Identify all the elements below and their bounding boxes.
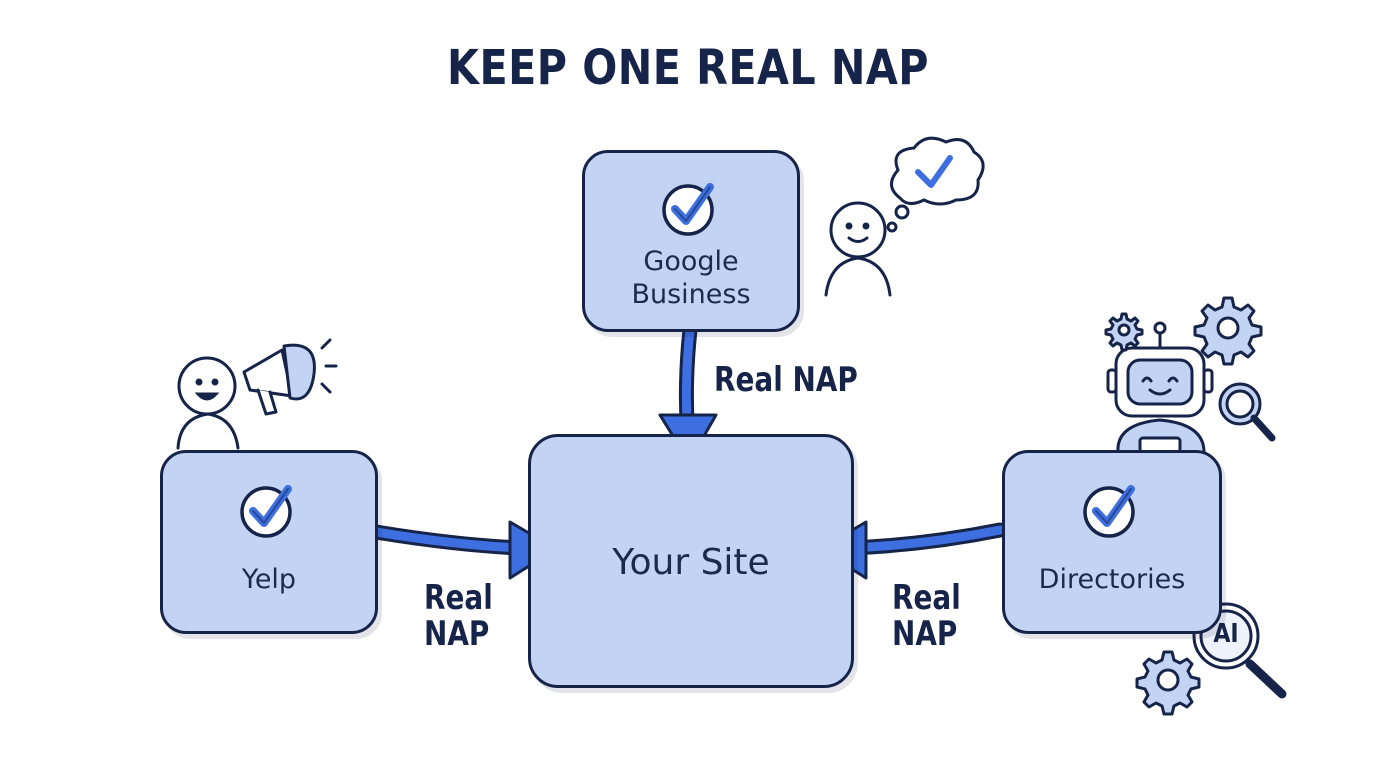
check-circle-icon bbox=[1083, 485, 1135, 538]
node-google-business: Google Business bbox=[582, 150, 800, 332]
edge-label-left: Real NAP bbox=[424, 580, 493, 652]
edge-label-right: Real NAP bbox=[892, 580, 961, 652]
node-directories: Directories bbox=[1002, 450, 1222, 634]
person-megaphone-icon bbox=[176, 356, 240, 450]
magnifier-icon bbox=[1218, 382, 1276, 442]
thought-bubble-check-icon bbox=[886, 136, 985, 233]
person-thinking-icon bbox=[824, 201, 892, 297]
megaphone-icon bbox=[242, 338, 338, 416]
node-site-label: Your Site bbox=[612, 542, 770, 583]
node-google-label-line1: Google bbox=[643, 246, 739, 277]
node-your-site: Your Site bbox=[528, 434, 854, 688]
ai-badge-text: AI bbox=[1213, 619, 1239, 649]
edge-label-top: Real NAP bbox=[714, 360, 858, 400]
edge-label-left-line2: NAP bbox=[424, 614, 490, 654]
gear-icon bbox=[1193, 296, 1263, 366]
check-circle-icon bbox=[662, 183, 714, 236]
diagram-title: KEEP ONE REAL NAP bbox=[447, 40, 929, 96]
node-directories-label: Directories bbox=[1038, 564, 1186, 595]
check-circle-icon bbox=[240, 485, 292, 538]
arrow-left bbox=[371, 527, 525, 553]
gear-icon bbox=[1135, 650, 1201, 716]
node-yelp: Yelp bbox=[160, 450, 378, 634]
node-google-label: Google Business bbox=[585, 245, 797, 311]
robot-icon bbox=[1106, 321, 1214, 454]
node-google-label-line2: Business bbox=[631, 279, 751, 310]
edge-label-right-line1: Real bbox=[892, 578, 961, 618]
edge-label-right-line2: NAP bbox=[892, 614, 958, 654]
edge-label-left-line1: Real bbox=[424, 578, 493, 618]
gear-icon bbox=[1104, 312, 1144, 352]
node-yelp-label: Yelp bbox=[241, 564, 297, 595]
